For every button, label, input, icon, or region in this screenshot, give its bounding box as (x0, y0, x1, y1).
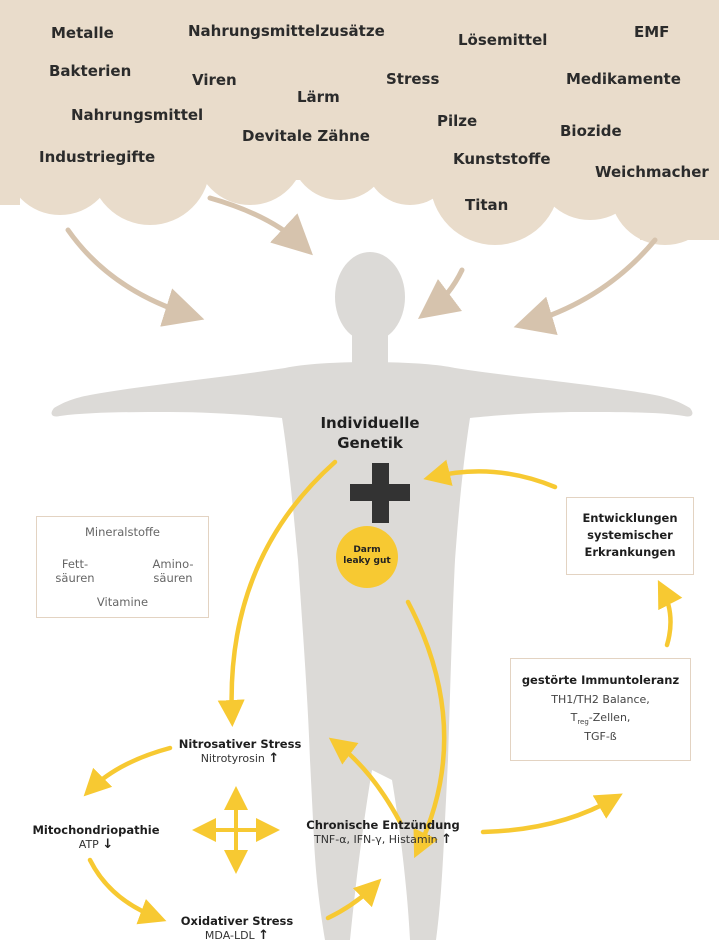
gut-line-1: Darm (353, 545, 381, 555)
immune-line-3: TGF-ß (584, 730, 617, 744)
nutrient-amino-acids: Amino- säuren (143, 557, 203, 585)
oxidative-stress-label: Oxidativer Stress MDA-LDL ↑ (162, 914, 312, 943)
oxidative-title: Oxidativer Stress (180, 914, 294, 928)
immune-tolerance-box: gestörte Immuntoleranz TH1/TH2 Balance, … (510, 658, 691, 761)
systemic-line-1: Entwicklungen (582, 511, 678, 525)
cloud-word-weichmacher: Weichmacher (595, 163, 709, 181)
immune-treg-t: T (570, 711, 578, 724)
immune-title: gestörte Immuntoleranz (521, 673, 680, 687)
genetics-line-2: Genetik (337, 434, 403, 452)
oxidative-sub-text: MDA-LDL (204, 929, 255, 942)
oxidative-sub: MDA-LDL ↑ (162, 928, 312, 943)
mitochondriopathy-label: Mitochondriopathie ATP ↓ (26, 823, 166, 852)
genetics-line-1: Individuelle (320, 414, 420, 432)
central-cross-arrows (192, 786, 280, 874)
arrow-down-icon: ↓ (102, 837, 114, 852)
gut-line-2: leaky gut (343, 556, 391, 566)
nutrient-amino-acids-line-2: säuren (153, 571, 193, 585)
immune-line-1: TH1/TH2 Balance, (551, 693, 650, 706)
cloud-word-laerm: Lärm (297, 88, 340, 106)
immune-treg-rest: -Zellen, (588, 711, 631, 724)
cloud-word-nahrungsmittelzusaetze: Nahrungsmittelzusätze (188, 22, 385, 40)
cloud-word-pilze: Pilze (437, 112, 478, 130)
mito-sub-text: ATP (78, 838, 99, 851)
mito-title: Mitochondriopathie (32, 823, 160, 837)
cloud-word-emf: EMF (634, 23, 670, 41)
cloud-word-devitale-zaehne: Devitale Zähne (242, 127, 370, 145)
cloud-word-kunststoffe: Kunststoffe (453, 150, 551, 168)
arrow-up-icon: ↑ (268, 751, 280, 766)
cloud-word-viren: Viren (192, 71, 237, 89)
cloud-word-loesemittel: Lösemittel (458, 31, 548, 49)
cloud-word-nahrungsmittel: Nahrungsmittel (71, 106, 204, 124)
systemic-line-2: systemischer (587, 528, 673, 542)
cloud-word-biozide: Biozide (560, 122, 622, 140)
nitrosative-stress-label: Nitrosativer Stress Nitrotyrosin ↑ (160, 737, 320, 766)
arrow-up-icon: ↑ (441, 832, 453, 847)
chronic-inflammation-label: Chronische Entzündung TNF-α, IFN-γ, Hist… (288, 818, 478, 847)
systemic-line-3: Erkrankungen (584, 545, 676, 559)
nutrient-fatty-acids: Fett- säuren (45, 557, 105, 585)
inflammation-sub: TNF-α, IFN-γ, Histamin ↑ (288, 832, 478, 847)
nutrient-amino-acids-line-1: Amino- (152, 557, 194, 571)
cloud-word-metalle: Metalle (51, 24, 114, 42)
cloud-word-medikamente: Medikamente (566, 70, 681, 88)
inflammation-title: Chronische Entzündung (306, 818, 460, 832)
nutrient-minerals: Mineralstoffe (85, 525, 160, 539)
cloud-word-titan: Titan (465, 196, 509, 214)
immune-treg-sub: reg (577, 718, 589, 727)
nutrients-box: Mineralstoffe Fett- säuren Amino- säuren… (36, 516, 209, 618)
arrow-up-icon: ↑ (258, 928, 270, 943)
nitrosative-sub: Nitrotyrosin ↑ (160, 751, 320, 766)
cloud-word-stress: Stress (386, 70, 440, 88)
cycle-arrows (83, 459, 683, 925)
cloud-word-industriegifte: Industriegifte (39, 148, 156, 166)
plus-icon (350, 463, 410, 523)
gut-circle (336, 526, 398, 588)
systemic-diseases-box: Entwicklungen systemischer Erkrankungen (566, 497, 694, 575)
human-body (51, 252, 693, 940)
nutrient-vitamins: Vitamine (96, 595, 149, 609)
inflammation-sub-text: TNF-α, IFN-γ, Histamin (313, 833, 438, 846)
nitrosative-title: Nitrosativer Stress (178, 737, 302, 751)
genetics-label: Individuelle Genetik (300, 413, 440, 453)
immune-line-2: Treg-Zellen, (511, 711, 690, 726)
cloud-word-bakterien: Bakterien (49, 62, 132, 80)
gut-label: Darm leaky gut (327, 545, 407, 567)
toxin-cloud (0, 0, 719, 245)
mito-sub: ATP ↓ (26, 837, 166, 852)
systemic-text: Entwicklungen systemischer Erkrankungen (567, 498, 693, 561)
toxin-arrows (65, 195, 658, 336)
nutrient-fatty-acids-line-2: säuren (55, 571, 95, 585)
nutrient-fatty-acids-line-1: Fett- (61, 557, 89, 571)
nitrosative-sub-text: Nitrotyrosin (200, 752, 265, 765)
